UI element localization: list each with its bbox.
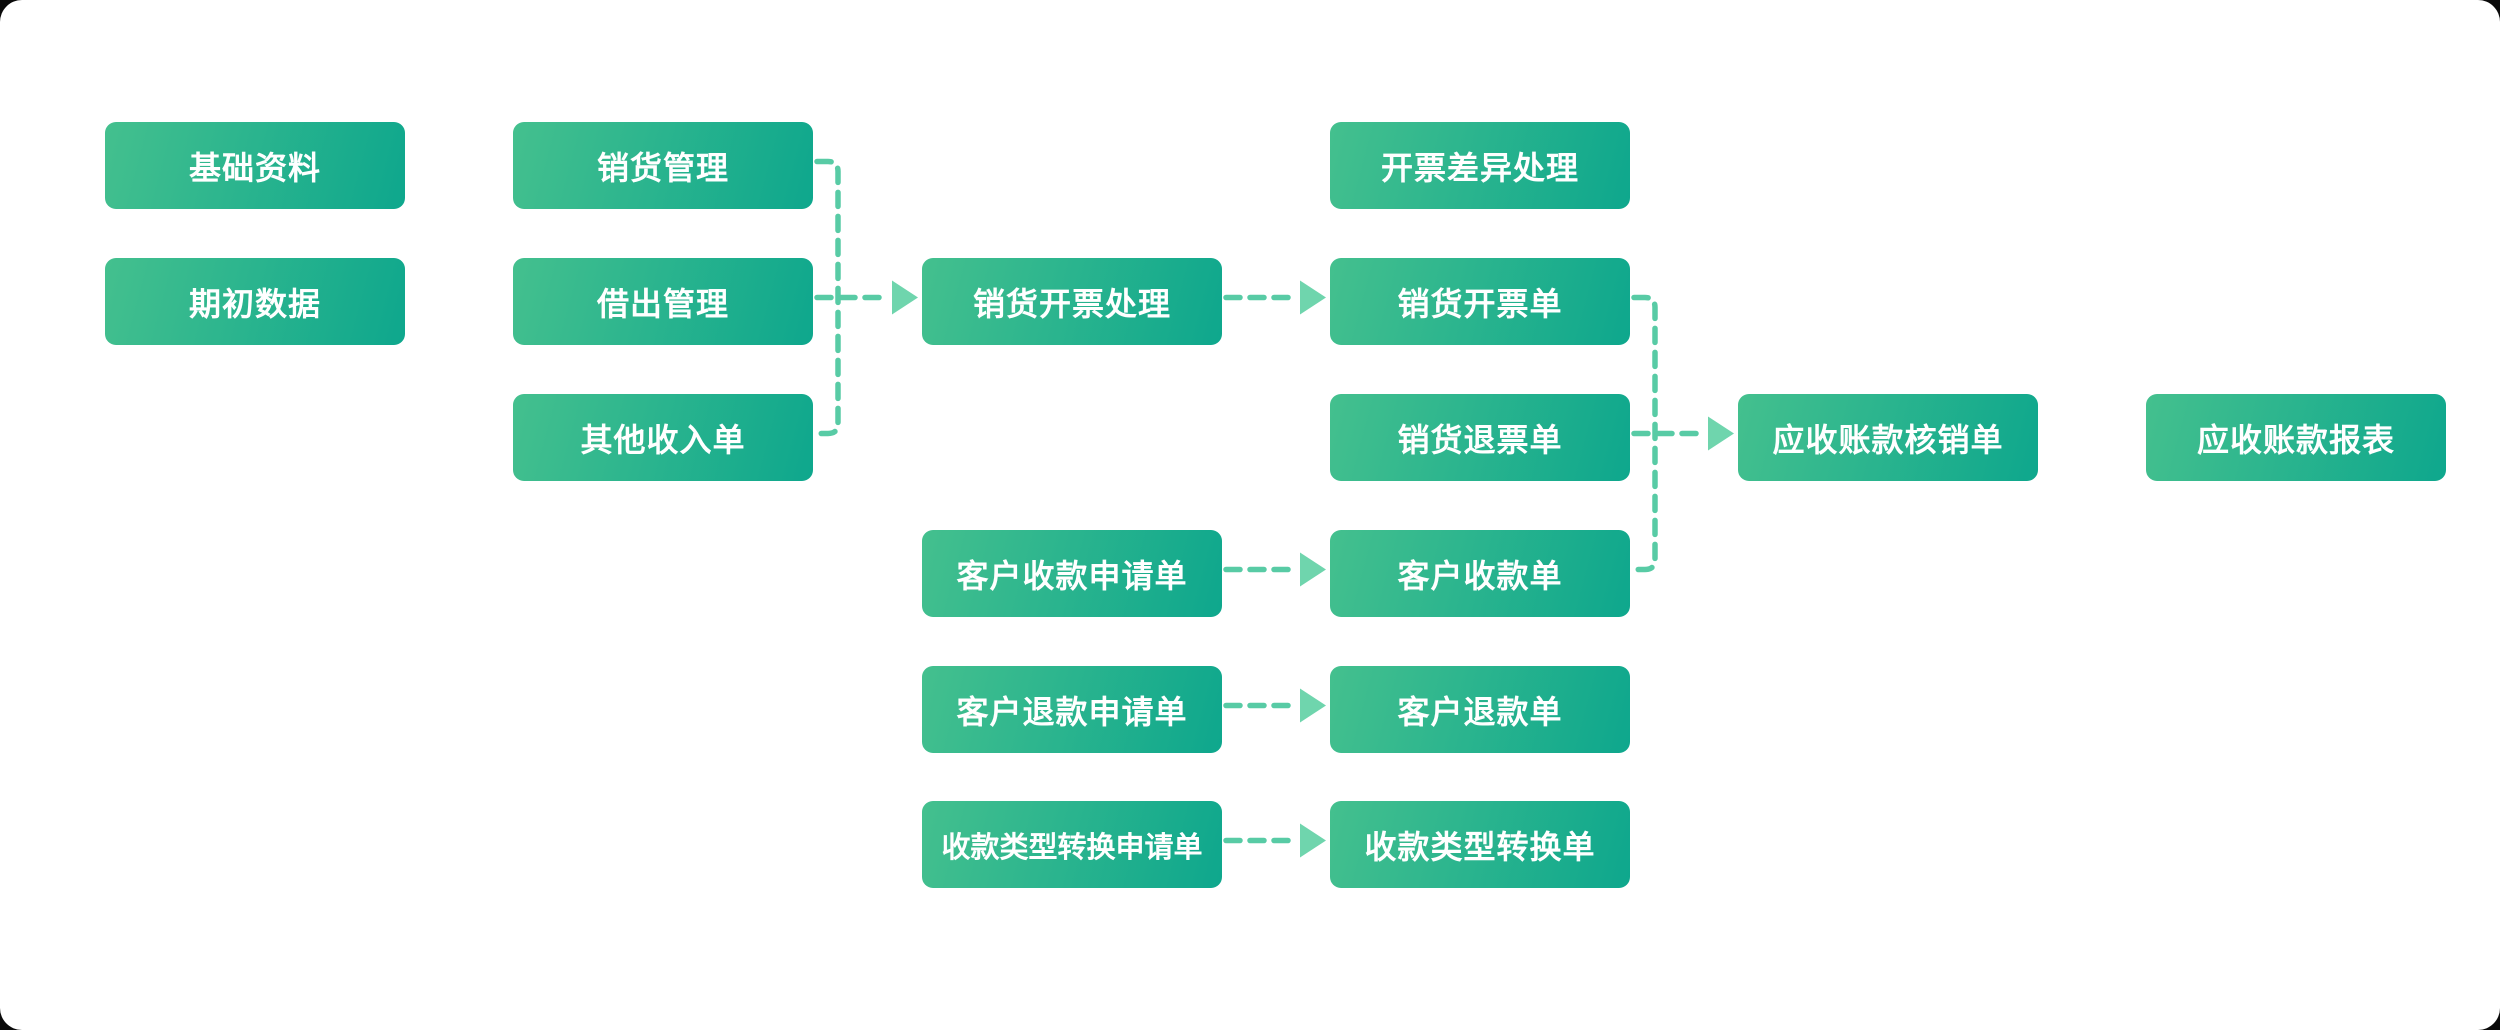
flow-node-lend-management: 借出管理 — [513, 258, 813, 345]
flow-node-sales-invoice-refund: 销货退票单 — [1330, 394, 1630, 481]
connector-arrowhead — [1300, 688, 1326, 723]
flow-node-other-income-order: 其他收入单 — [513, 394, 813, 481]
flow-node-sales-invoice: 销货开票单 — [1330, 258, 1630, 345]
connector-arrowhead — [892, 280, 918, 315]
flow-node-receipt-type-conversion-request: 收款类型转换申请单 — [922, 801, 1222, 888]
flow-node-receipt-type-conversion: 收款类型转换单 — [1330, 801, 1630, 888]
connector-arrowhead — [1300, 552, 1326, 587]
connector-arrowhead — [1300, 823, 1326, 858]
flow-node-ar-report: 应收账款报表 — [2146, 394, 2446, 481]
connector-arrowhead — [1708, 416, 1734, 451]
flow-node-customer-refund: 客户退款单 — [1330, 666, 1630, 753]
flow-node-customer-receipt: 客户收款单 — [1330, 530, 1630, 617]
flow-node-sales-management: 销货管理 — [513, 122, 813, 209]
flow-node-ar-writeoff: 应收账款核销单 — [1738, 394, 2038, 481]
flow-node-invoicing-diff-process: 开票差异处理 — [1330, 122, 1630, 209]
flow-node-sales-invoicing-process: 销货开票处理 — [922, 258, 1222, 345]
flow-node-opening-data: 期初数据 — [105, 258, 405, 345]
flow-node-customer-receipt-request: 客户收款申请单 — [922, 530, 1222, 617]
connector-arrowhead — [1300, 280, 1326, 315]
flow-node-base-data: 基础资料 — [105, 122, 405, 209]
connector-line — [1631, 294, 1658, 573]
connector-line — [814, 158, 841, 437]
flow-node-customer-refund-request: 客户退款申请单 — [922, 666, 1222, 753]
